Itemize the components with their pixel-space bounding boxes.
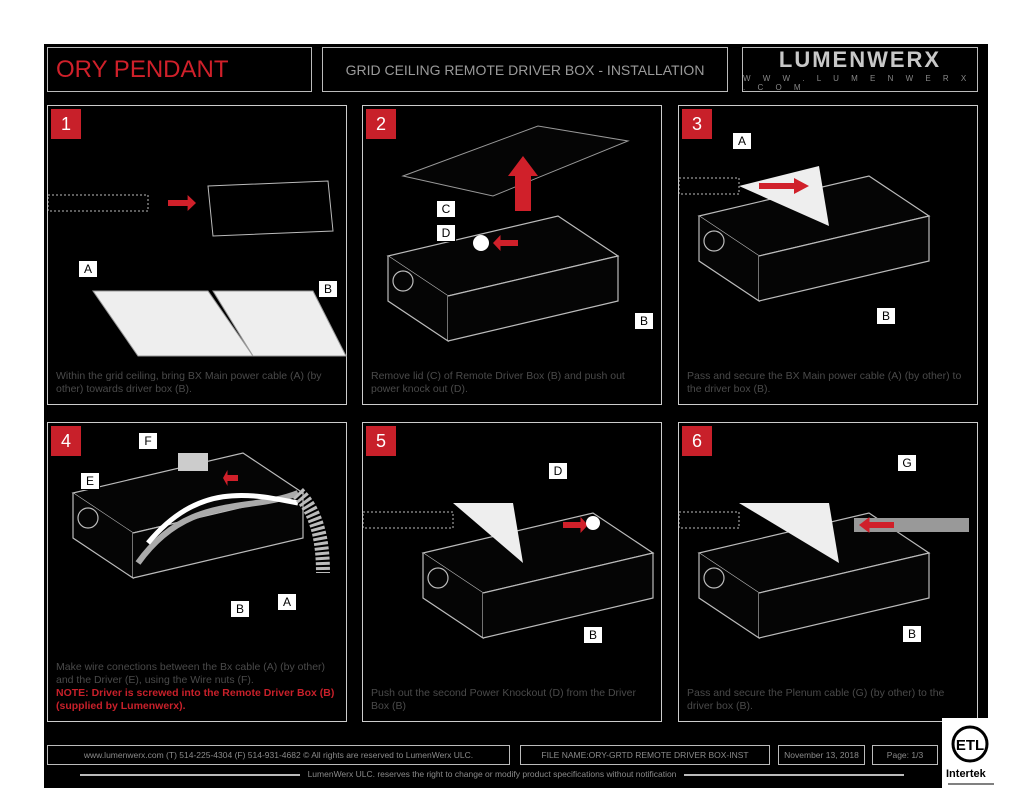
- brand-logo: LUMENWERX W W W . L U M E N W E R X . C …: [742, 47, 978, 92]
- step-illustration: [363, 503, 655, 640]
- callout-label: A: [732, 132, 752, 150]
- caption-text: Pass and secure the BX Main power cable …: [687, 370, 962, 395]
- callout-label: F: [138, 432, 158, 450]
- logo-text: LUMENWERX: [778, 47, 942, 72]
- step-illustration: [386, 125, 630, 343]
- caption-text: Remove lid (C) of Remote Driver Box (B) …: [371, 370, 625, 395]
- step-number: 5: [366, 426, 396, 456]
- step-number: 6: [682, 426, 712, 456]
- product-title: ORY PENDANT: [47, 47, 312, 92]
- footer-disclaimer: LumenWerx ULC. reserves the right to cha…: [47, 769, 937, 779]
- footer-contact: www.lumenwerx.com (T) 514-225-4304 (F) 5…: [47, 745, 510, 765]
- caption-note: NOTE: Driver is screwed into the Remote …: [56, 687, 335, 712]
- step-panel-6: 6 Pass and secure the Plenum cable (G) (…: [678, 422, 978, 722]
- step-caption: Remove lid (C) of Remote Driver Box (B) …: [371, 370, 653, 396]
- disclaimer-text: LumenWerx ULC. reserves the right to cha…: [307, 769, 677, 779]
- etl-certification-logo: ETL Intertek: [942, 718, 1002, 788]
- step-panel-4: 4 Make wire conections between the Bx ca…: [47, 422, 347, 722]
- step-illustration: [48, 180, 347, 357]
- callout-label: A: [78, 260, 98, 278]
- footer-date: November 13, 2018: [778, 745, 865, 765]
- logo-url: W W W . L U M E N W E R X . C O M: [743, 74, 972, 92]
- step-panel-1: 1 Within the grid ceiling, bring BX Main…: [47, 105, 347, 405]
- caption-text: Make wire conections between the Bx cabl…: [56, 661, 326, 686]
- step-caption: Push out the second Power Knockout (D) f…: [371, 687, 653, 713]
- step-caption: Make wire conections between the Bx cabl…: [56, 661, 338, 713]
- caption-text: Push out the second Power Knockout (D) f…: [371, 687, 636, 712]
- step-illustration: [71, 452, 330, 580]
- callout-label: B: [230, 600, 250, 618]
- caption-text: Within the grid ceiling, bring BX Main p…: [56, 370, 322, 395]
- svg-text:ETL: ETL: [956, 737, 984, 754]
- document-title: GRID CEILING REMOTE DRIVER BOX - INSTALL…: [322, 47, 728, 92]
- callout-label: A: [277, 593, 297, 611]
- etl-mark-icon: ETL: [948, 725, 994, 785]
- step-number: 1: [51, 109, 81, 139]
- step-panel-3: 3 Pass and secure the BX Main power cabl…: [678, 105, 978, 405]
- step-illustration: [679, 166, 931, 303]
- step-caption: Within the grid ceiling, bring BX Main p…: [56, 370, 338, 396]
- caption-text: Pass and secure the Plenum cable (G) (by…: [687, 687, 945, 712]
- intertek-text: Intertek: [946, 768, 986, 780]
- step-panel-5: 5 Push out the second Power Knockout (D)…: [362, 422, 662, 722]
- callout-label: E: [80, 472, 100, 490]
- callout-label: B: [318, 280, 338, 298]
- callout-label: B: [902, 625, 922, 643]
- step-caption: Pass and secure the Plenum cable (G) (by…: [687, 687, 969, 713]
- step-caption: Pass and secure the BX Main power cable …: [687, 370, 969, 396]
- callout-label: D: [548, 462, 568, 480]
- step-number: 4: [51, 426, 81, 456]
- step-panel-2: 2 Remove lid (C) of Remote Driver Box (B…: [362, 105, 662, 405]
- step-number: 2: [366, 109, 396, 139]
- callout-label: B: [634, 312, 654, 330]
- step-number: 3: [682, 109, 712, 139]
- callout-label: D: [436, 224, 456, 242]
- footer-page: Page: 1/3: [872, 745, 938, 765]
- callout-label: C: [436, 200, 456, 218]
- callout-label: G: [897, 454, 917, 472]
- callout-label: B: [583, 626, 603, 644]
- footer-file-name: FILE NAME:ORY-GRTD REMOTE DRIVER BOX-INS…: [520, 745, 770, 765]
- callout-label: B: [876, 307, 896, 325]
- step-illustration: [679, 503, 969, 640]
